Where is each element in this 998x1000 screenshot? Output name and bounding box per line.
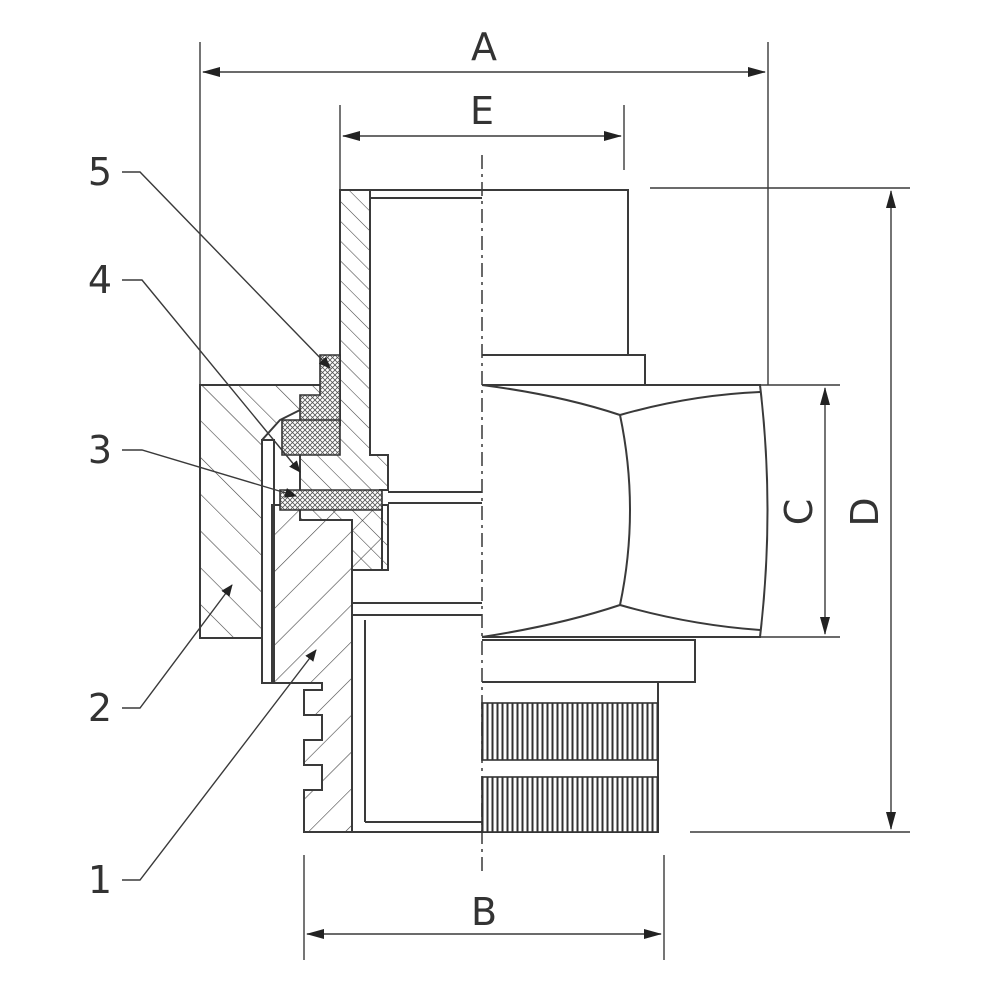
callout-3: 3	[88, 428, 112, 472]
seal-part-4	[281, 419, 341, 456]
knurl-band-upper	[481, 702, 659, 761]
dimension-E	[339, 105, 625, 190]
part-top-fitting-exterior	[340, 189, 646, 385]
callout-1: 1	[88, 858, 112, 902]
part-union-nut-exterior	[481, 384, 769, 638]
dimension-label-E: E	[470, 89, 494, 133]
callout-4: 4	[88, 258, 112, 302]
dimension-label-A: A	[471, 25, 497, 69]
dimension-label-B: B	[471, 890, 497, 934]
dimension-C	[722, 384, 840, 638]
dimension-B	[303, 855, 665, 960]
dimension-label-C: C	[777, 499, 821, 526]
seal-part-3	[279, 489, 383, 511]
dimension-A	[199, 42, 769, 385]
part-tailpiece-exterior	[352, 620, 696, 833]
knurl-band-lower	[481, 776, 659, 833]
callout-2: 2	[88, 686, 112, 730]
dimension-label-D: D	[843, 497, 887, 526]
callout-leaders	[122, 171, 331, 881]
dimension-D	[650, 187, 910, 833]
part-top-fitting-section	[299, 189, 482, 571]
seals	[279, 354, 383, 511]
callout-5: 5	[88, 150, 112, 194]
